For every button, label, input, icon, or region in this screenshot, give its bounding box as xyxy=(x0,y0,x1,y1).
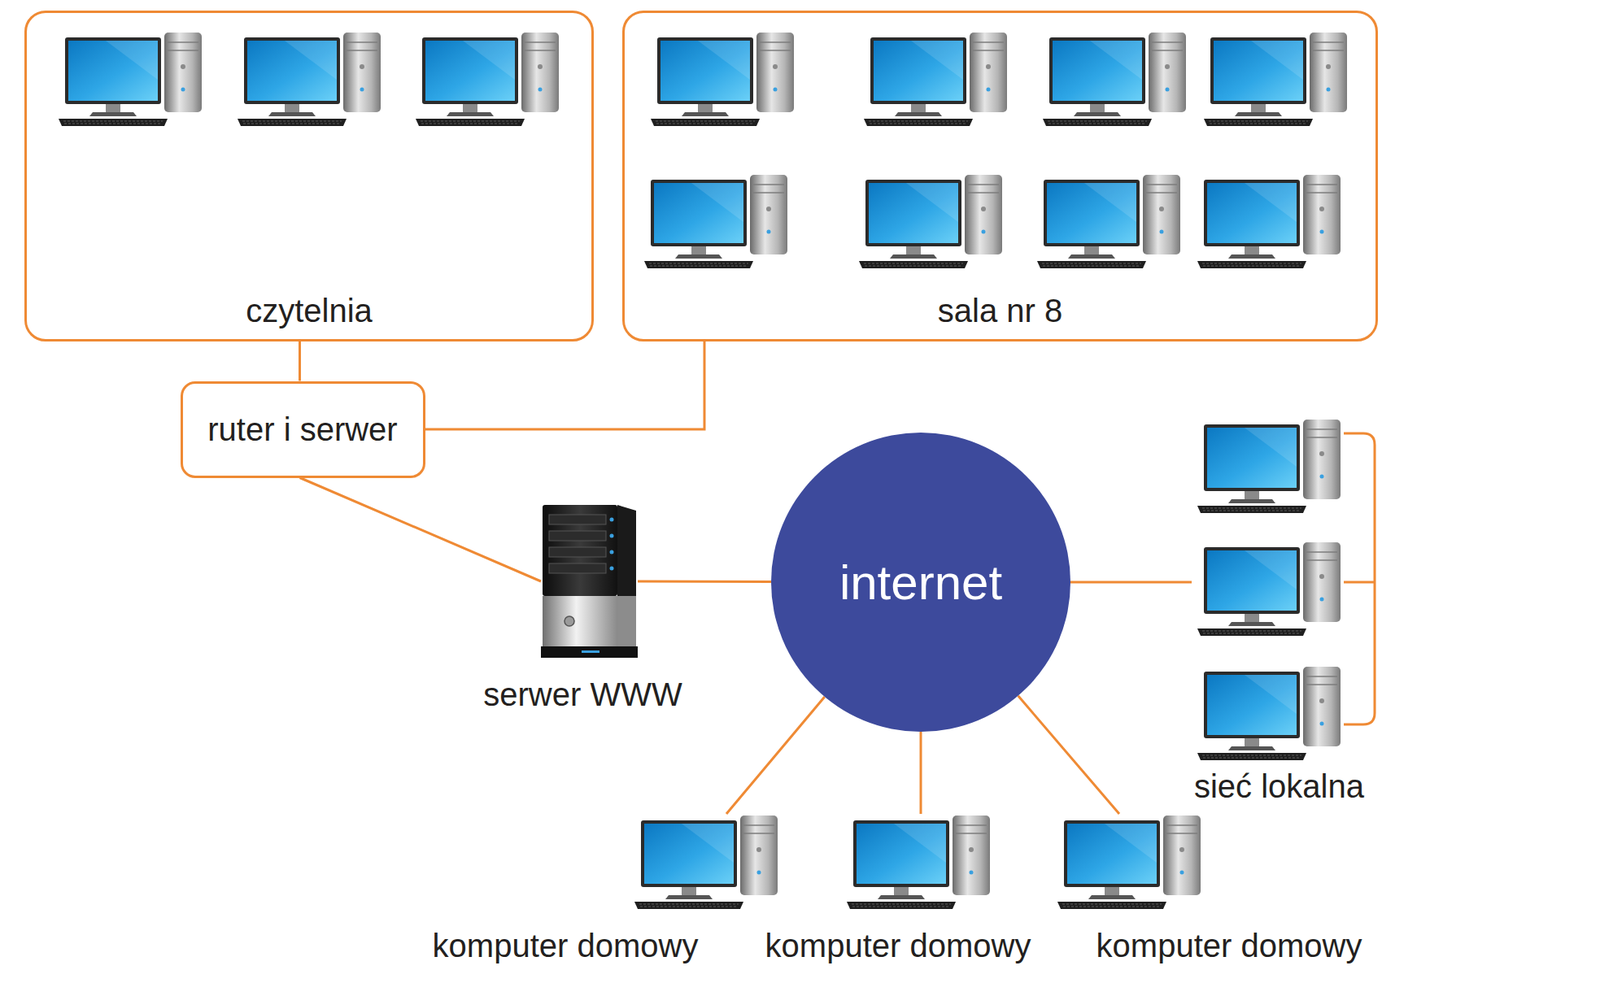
connector-line xyxy=(300,478,542,583)
room-region: czytelnia xyxy=(24,10,594,342)
connector-line xyxy=(1018,696,1120,815)
home-computer: komputer domowy xyxy=(1055,814,1204,910)
computer-label: komputer domowy xyxy=(1096,927,1363,965)
computer-icons xyxy=(58,32,1348,910)
internet-circle: internet xyxy=(771,432,1071,733)
home-computer: komputer domowy xyxy=(632,814,781,910)
room-label: czytelnia xyxy=(245,292,373,330)
connector-line xyxy=(919,732,923,815)
home-computer: komputer domowy xyxy=(845,814,994,910)
server-icon xyxy=(540,505,638,659)
connector-line xyxy=(425,341,706,430)
circle-fill xyxy=(771,432,1071,733)
computer-label: komputer domowy xyxy=(765,927,1032,965)
connector-line xyxy=(726,697,825,815)
internet-label: internet xyxy=(839,554,1003,611)
room-region: sala nr 8 xyxy=(622,10,1378,342)
router-box: ruter i serwer xyxy=(180,381,426,479)
connector-line xyxy=(298,341,301,382)
server-node: serwer WWW xyxy=(540,505,638,659)
connector-line xyxy=(637,580,772,584)
router-label: ruter i serwer xyxy=(207,410,397,449)
connector-line xyxy=(1070,581,1192,585)
computer-label: komputer domowy xyxy=(432,927,699,965)
room-label: sala nr 8 xyxy=(937,292,1063,330)
server-label: serwer WWW xyxy=(483,675,682,714)
lan-bracket xyxy=(1343,433,1375,725)
lan-group: sieć lokalna xyxy=(1191,410,1383,765)
lan-label: sieć lokalna xyxy=(1194,767,1365,806)
